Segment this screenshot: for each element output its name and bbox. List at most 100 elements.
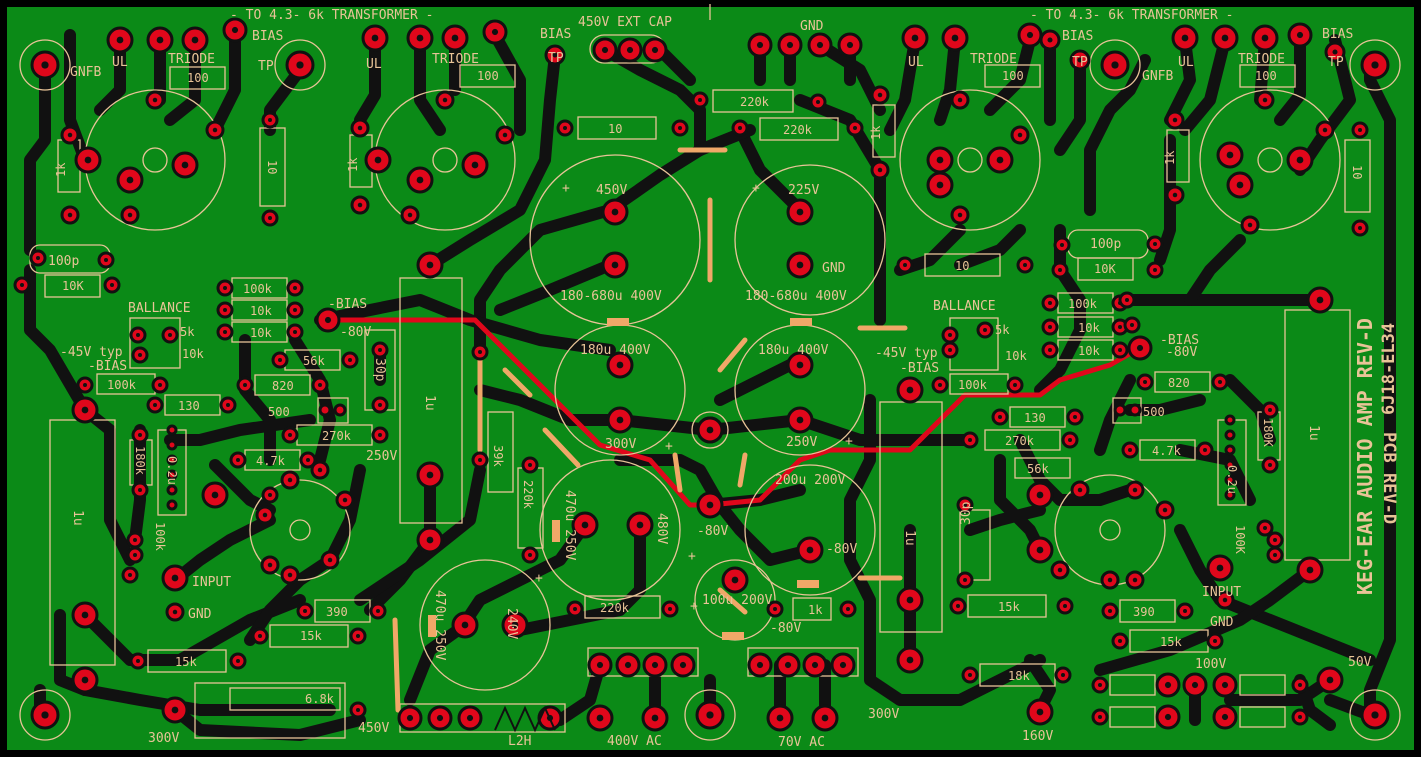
r10-c: 10 bbox=[608, 122, 622, 136]
pad-hole bbox=[968, 438, 972, 442]
pad-hole bbox=[357, 202, 363, 208]
pad-hole bbox=[651, 714, 659, 722]
pad-hole bbox=[136, 333, 140, 337]
r18k: 18k bbox=[1008, 669, 1030, 683]
pad bbox=[1224, 429, 1236, 441]
pad-hole bbox=[1213, 639, 1217, 643]
r1k-l2: 1k bbox=[346, 157, 360, 172]
pad-hole bbox=[376, 609, 380, 613]
n80-c2: -80V bbox=[826, 542, 857, 557]
pad-hole bbox=[998, 415, 1002, 419]
pad-hole bbox=[231, 26, 239, 34]
pad-hole bbox=[158, 383, 162, 387]
cap-c3-value: 180u 400V bbox=[580, 343, 651, 358]
pad-hole bbox=[371, 34, 379, 42]
pad-hole bbox=[356, 634, 360, 638]
pad-hole bbox=[226, 403, 230, 407]
n80-r: -80V bbox=[1166, 345, 1197, 360]
r100k-l2: 100k bbox=[107, 378, 137, 392]
pad-hole bbox=[1332, 49, 1338, 55]
v300-l: 300V bbox=[148, 731, 179, 746]
pad-hole bbox=[1048, 301, 1052, 305]
cap-c5-value: 470u 250V bbox=[562, 490, 577, 561]
pad-hole bbox=[957, 97, 963, 103]
pad-hole bbox=[1132, 487, 1138, 493]
pad-hole bbox=[1164, 713, 1172, 721]
pad-hole bbox=[268, 493, 272, 497]
pad bbox=[1128, 403, 1142, 417]
pad-hole bbox=[1048, 348, 1052, 352]
pad-hole bbox=[128, 573, 132, 577]
pad-hole bbox=[1128, 448, 1132, 452]
pad-hole bbox=[153, 403, 157, 407]
pad-hole bbox=[168, 333, 172, 337]
pad-hole bbox=[624, 661, 632, 669]
input-l: INPUT bbox=[192, 575, 231, 590]
pad-hole bbox=[784, 661, 792, 669]
pad-hole bbox=[528, 463, 532, 467]
pad-hole bbox=[327, 557, 333, 563]
pad-hole bbox=[138, 353, 142, 357]
pad-hole bbox=[1108, 609, 1112, 613]
pad-hole bbox=[1013, 383, 1017, 387]
pad-hole bbox=[1273, 553, 1277, 557]
r100-r2: 100 bbox=[1255, 69, 1277, 83]
pad-hole bbox=[1316, 296, 1324, 304]
pad-hole bbox=[1221, 713, 1229, 721]
pad-hole bbox=[502, 132, 508, 138]
pad-hole bbox=[948, 348, 952, 352]
pad-hole bbox=[698, 98, 702, 102]
pad-hole bbox=[41, 711, 49, 719]
r68k: 6.8k bbox=[305, 692, 335, 706]
cap-c8-value: 100u 200V bbox=[702, 593, 773, 608]
pad-hole bbox=[821, 714, 829, 722]
pad-hole bbox=[303, 609, 307, 613]
r100-l1: 100 bbox=[187, 71, 209, 85]
plus-1: + bbox=[562, 181, 570, 196]
pad-hole bbox=[156, 36, 164, 44]
v450-cap: 450V bbox=[596, 183, 627, 198]
pad-hole bbox=[1153, 268, 1157, 272]
nbias-r: -BIAS bbox=[1160, 333, 1199, 348]
pad-hole bbox=[1073, 415, 1077, 419]
r270k-l: 270k bbox=[322, 429, 352, 443]
pad-hole bbox=[81, 406, 89, 414]
r390-l: 390 bbox=[326, 605, 348, 619]
v250-r: 250V bbox=[786, 435, 817, 450]
pad-hole bbox=[1107, 577, 1113, 583]
pad-hole bbox=[948, 333, 952, 337]
pad-hole bbox=[138, 433, 142, 437]
pad-hole bbox=[1306, 566, 1314, 574]
pad-hole bbox=[20, 283, 24, 287]
v480: 480V bbox=[654, 513, 669, 544]
pad-hole bbox=[81, 676, 89, 684]
pad-hole bbox=[786, 41, 794, 49]
pad-hole bbox=[1226, 151, 1234, 159]
pad-hole bbox=[1298, 683, 1302, 687]
cap-c6-value: 470u 250V bbox=[432, 590, 447, 661]
pad-hole bbox=[1036, 491, 1044, 499]
pad-hole bbox=[1218, 380, 1222, 384]
pad-hole bbox=[616, 361, 624, 369]
pads bbox=[13, 17, 1390, 732]
r10k-l4: 10k bbox=[182, 347, 204, 361]
gnfb-r: GNFB bbox=[1142, 69, 1173, 84]
pad-hole bbox=[84, 156, 92, 164]
pad-hole bbox=[223, 308, 227, 312]
pad-hole bbox=[581, 521, 589, 529]
r10k-r3: 10k bbox=[1078, 344, 1100, 358]
pad bbox=[1224, 474, 1236, 486]
pad-hole bbox=[1191, 681, 1199, 689]
pad-hole bbox=[776, 714, 784, 722]
pad-hole bbox=[877, 167, 883, 173]
pad-hole bbox=[258, 634, 262, 638]
pad-hole bbox=[706, 426, 714, 434]
r180k-l: 180k bbox=[133, 446, 147, 476]
cap-outline-c2 bbox=[734, 164, 886, 316]
v300-r: 300V bbox=[868, 707, 899, 722]
pad-hole bbox=[957, 212, 963, 218]
pad-hole bbox=[236, 458, 240, 462]
pad-hole bbox=[1273, 538, 1277, 542]
cap-outline-c5 bbox=[539, 459, 681, 601]
tube-socket-r1 bbox=[899, 89, 1041, 231]
